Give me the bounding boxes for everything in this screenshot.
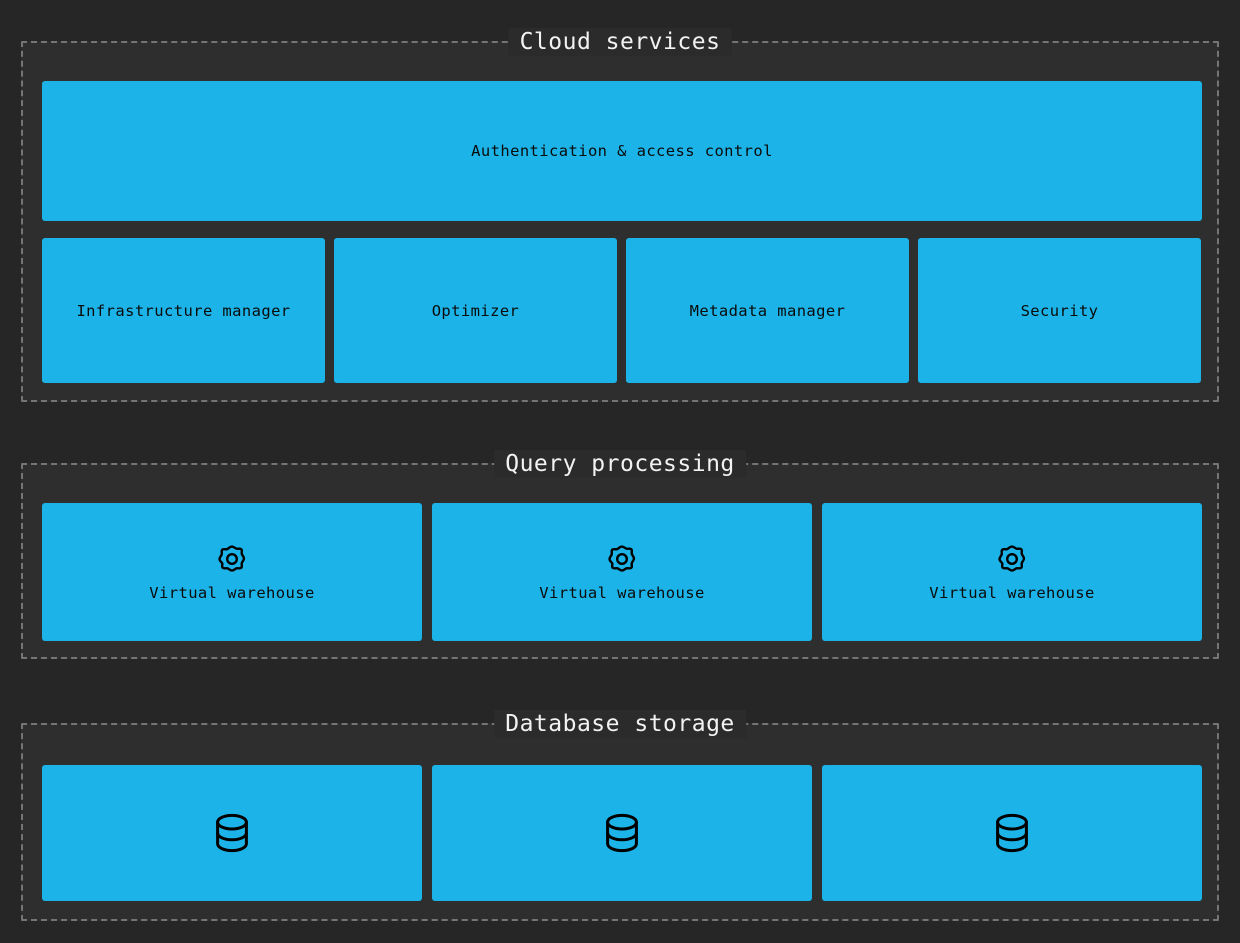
node-authentication-access-control[interactable]: Authentication & access control	[42, 81, 1202, 221]
node-label-virtual-warehouse-2: Virtual warehouse	[539, 583, 705, 602]
section-label-database-storage: Database storage	[494, 710, 746, 738]
node-label-infrastructure-manager: Infrastructure manager	[76, 301, 291, 320]
node-label-virtual-warehouse-3: Virtual warehouse	[929, 583, 1095, 602]
node-optimizer[interactable]: Optimizer	[334, 238, 617, 383]
section-label-query-processing: Query processing	[494, 450, 746, 478]
gear-icon	[215, 542, 249, 576]
node-database-3[interactable]	[822, 765, 1202, 901]
node-virtual-warehouse-2[interactable]: Virtual warehouse	[432, 503, 812, 641]
section-label-cloud-services: Cloud services	[508, 28, 732, 56]
database-icon	[598, 809, 646, 857]
node-database-1[interactable]	[42, 765, 422, 901]
node-label-optimizer: Optimizer	[431, 301, 520, 320]
section-cloud-services: Cloud services Authentication & access c…	[21, 28, 1219, 402]
node-label-authentication: Authentication & access control	[471, 142, 773, 160]
node-virtual-warehouse-1[interactable]: Virtual warehouse	[42, 503, 422, 641]
node-label-security: Security	[1020, 301, 1099, 320]
node-database-2[interactable]	[432, 765, 812, 901]
node-label-virtual-warehouse-1: Virtual warehouse	[149, 583, 315, 602]
node-label-metadata-manager: Metadata manager	[689, 301, 846, 320]
gear-icon	[605, 542, 639, 576]
node-infrastructure-manager[interactable]: Infrastructure manager	[42, 238, 325, 383]
node-virtual-warehouse-3[interactable]: Virtual warehouse	[822, 503, 1202, 641]
section-query-processing: Query processing Virtual warehouse Virtu…	[21, 450, 1219, 659]
database-icon	[208, 809, 256, 857]
gear-icon	[995, 542, 1029, 576]
section-database-storage: Database storage	[21, 710, 1219, 921]
database-icon	[988, 809, 1036, 857]
node-metadata-manager[interactable]: Metadata manager	[626, 238, 909, 383]
node-security[interactable]: Security	[918, 238, 1201, 383]
